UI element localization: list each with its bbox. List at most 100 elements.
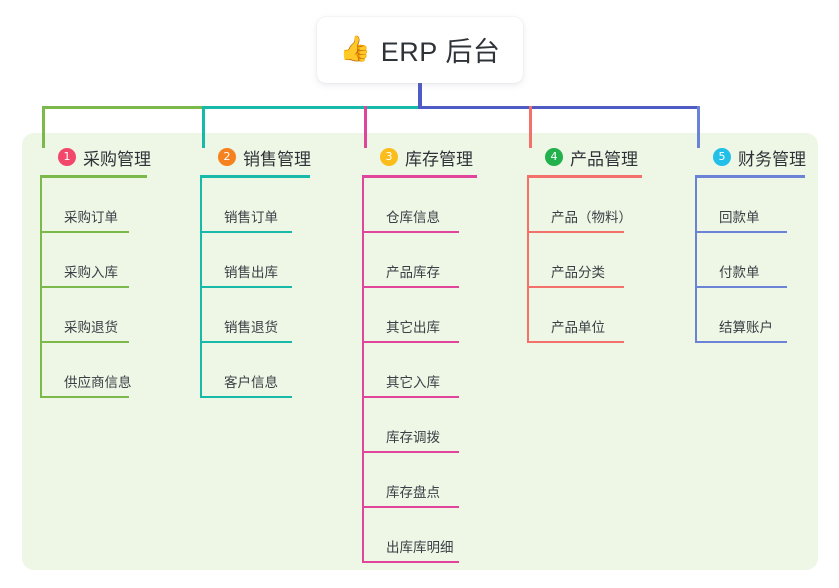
branch-item-underline — [200, 396, 292, 398]
branch-spine-3 — [362, 178, 364, 563]
branch-header-4[interactable]: 4 产品管理 — [527, 146, 642, 169]
branch-underline-5 — [695, 175, 805, 178]
branch-item[interactable]: 供应商信息 — [40, 343, 147, 398]
branch-item-label: 仓库信息 — [386, 210, 440, 225]
branch-spine-5 — [695, 178, 697, 343]
branch-item-underline — [527, 341, 624, 343]
branch-column-4: 4 产品管理产品（物料） 产品分类产品单位 — [527, 146, 642, 343]
branch-item-label: 付款单 — [719, 265, 760, 280]
branch-item-underline — [40, 231, 129, 233]
branch-underline-1 — [40, 175, 147, 178]
branch-spine-4 — [527, 178, 529, 343]
branch-item[interactable]: 结算账户 — [695, 288, 805, 343]
branch-item[interactable]: 库存调拨 — [362, 398, 477, 453]
branch-item-label: 回款单 — [719, 210, 760, 225]
branch-items-3: 仓库信息产品库存其它出库其它入库库存调拨库存盘点出库库明细 — [362, 178, 477, 563]
thumbs-up-icon: 👍 — [339, 34, 371, 63]
branch-items-1: 采购订单采购入库采购退货供应商信息 — [40, 178, 147, 398]
branch-item[interactable]: 出库库明细 — [362, 508, 477, 563]
bus-segment-teal — [202, 106, 422, 109]
branch-connector-stub-4 — [529, 106, 532, 148]
branch-item-underline — [362, 396, 459, 398]
branch-item-underline — [527, 286, 624, 288]
branch-header-3[interactable]: 3 库存管理 — [362, 146, 477, 169]
branch-item[interactable]: 销售订单 — [200, 178, 310, 233]
branch-badge-3: 3 — [380, 148, 398, 166]
root-node-content: 👍 ERP 后台 — [340, 30, 501, 69]
branch-column-2: 2 销售管理销售订单销售出库销售退货客户信息 — [200, 146, 311, 398]
root-node-title: ERP 后台 — [380, 36, 501, 67]
branch-item[interactable]: 客户信息 — [200, 343, 310, 398]
branch-column-1: 1 采购管理采购订单采购入库采购退货供应商信息 — [40, 146, 151, 398]
branch-item[interactable]: 付款单 — [695, 233, 805, 288]
branch-badge-4: 4 — [545, 148, 563, 166]
branch-title-1: 采购管理 — [83, 149, 151, 169]
branch-item-underline — [40, 286, 129, 288]
branch-item-label: 客户信息 — [224, 375, 278, 390]
branch-title-5: 财务管理 — [738, 149, 806, 169]
branch-item-underline — [362, 341, 459, 343]
branch-item[interactable]: 产品分类 — [527, 233, 642, 288]
branch-item-label: 销售出库 — [224, 265, 278, 280]
branch-item[interactable]: 销售出库 — [200, 233, 310, 288]
branch-connector-stub-3 — [364, 106, 367, 148]
branch-items-2: 销售订单销售出库销售退货客户信息 — [200, 178, 310, 398]
branch-column-5: 5 财务管理回款单付款单结算账户 — [695, 146, 806, 343]
branch-item[interactable]: 采购入库 — [40, 233, 147, 288]
branch-item[interactable]: 库存盘点 — [362, 453, 477, 508]
branch-title-4: 产品管理 — [570, 149, 638, 169]
branch-item-underline — [362, 231, 459, 233]
branch-header-2[interactable]: 2 销售管理 — [200, 146, 311, 169]
branch-item-underline — [695, 341, 787, 343]
branch-connector-stub-5 — [697, 106, 700, 148]
branch-item[interactable]: 其它入库 — [362, 343, 477, 398]
branch-item[interactable]: 采购订单 — [40, 178, 147, 233]
branch-item[interactable]: 采购退货 — [40, 288, 147, 343]
branch-item-underline — [200, 286, 292, 288]
branch-item-label: 其它出库 — [386, 320, 440, 335]
branch-item[interactable]: 销售退货 — [200, 288, 310, 343]
branch-item-underline — [200, 341, 292, 343]
branch-item-underline — [40, 396, 129, 398]
branch-items-4: 产品（物料） 产品分类产品单位 — [527, 178, 642, 343]
branch-item-label: 销售退货 — [224, 320, 278, 335]
branch-underline-3 — [362, 175, 477, 178]
branch-item-label: 产品分类 — [551, 265, 605, 280]
root-connector-drop — [418, 83, 422, 109]
branch-item[interactable]: 产品单位 — [527, 288, 642, 343]
branch-item-underline — [362, 561, 459, 563]
branch-item-label: 产品库存 — [386, 265, 440, 280]
branch-item-label: 采购入库 — [64, 265, 118, 280]
branch-spine-1 — [40, 178, 42, 398]
branch-spine-2 — [200, 178, 202, 398]
branch-item[interactable]: 其它出库 — [362, 288, 477, 343]
branch-item-label: 采购退货 — [64, 320, 118, 335]
branch-badge-5: 5 — [713, 148, 731, 166]
branch-item-underline — [362, 506, 459, 508]
branch-item[interactable]: 仓库信息 — [362, 178, 477, 233]
branch-title-2: 销售管理 — [243, 149, 311, 169]
branch-header-1[interactable]: 1 采购管理 — [40, 146, 151, 169]
branch-item-underline — [695, 286, 787, 288]
branch-column-3: 3 库存管理仓库信息产品库存其它出库其它入库库存调拨库存盘点出库库明细 — [362, 146, 477, 563]
branch-item-label: 库存调拨 — [386, 430, 440, 445]
branch-item-label: 结算账户 — [719, 320, 773, 335]
branch-connector-stub-1 — [42, 106, 45, 148]
branch-connector-stub-2 — [202, 106, 205, 148]
branch-item[interactable]: 回款单 — [695, 178, 805, 233]
branch-badge-2: 2 — [218, 148, 236, 166]
branch-item-label: 库存盘点 — [386, 485, 440, 500]
branch-title-3: 库存管理 — [405, 149, 473, 169]
branch-badge-1: 1 — [58, 148, 76, 166]
branch-item-label: 产品（物料） — [551, 210, 632, 225]
branch-underline-4 — [527, 175, 642, 178]
branch-items-5: 回款单付款单结算账户 — [695, 178, 805, 343]
branch-item-underline — [362, 451, 459, 453]
branch-item-underline — [695, 231, 787, 233]
branch-item[interactable]: 产品库存 — [362, 233, 477, 288]
root-node[interactable]: 👍 ERP 后台 — [317, 17, 523, 83]
branch-item-underline — [527, 231, 624, 233]
branch-item[interactable]: 产品（物料） — [527, 178, 642, 233]
branch-header-5[interactable]: 5 财务管理 — [695, 146, 806, 169]
branch-item-label: 供应商信息 — [64, 375, 132, 390]
